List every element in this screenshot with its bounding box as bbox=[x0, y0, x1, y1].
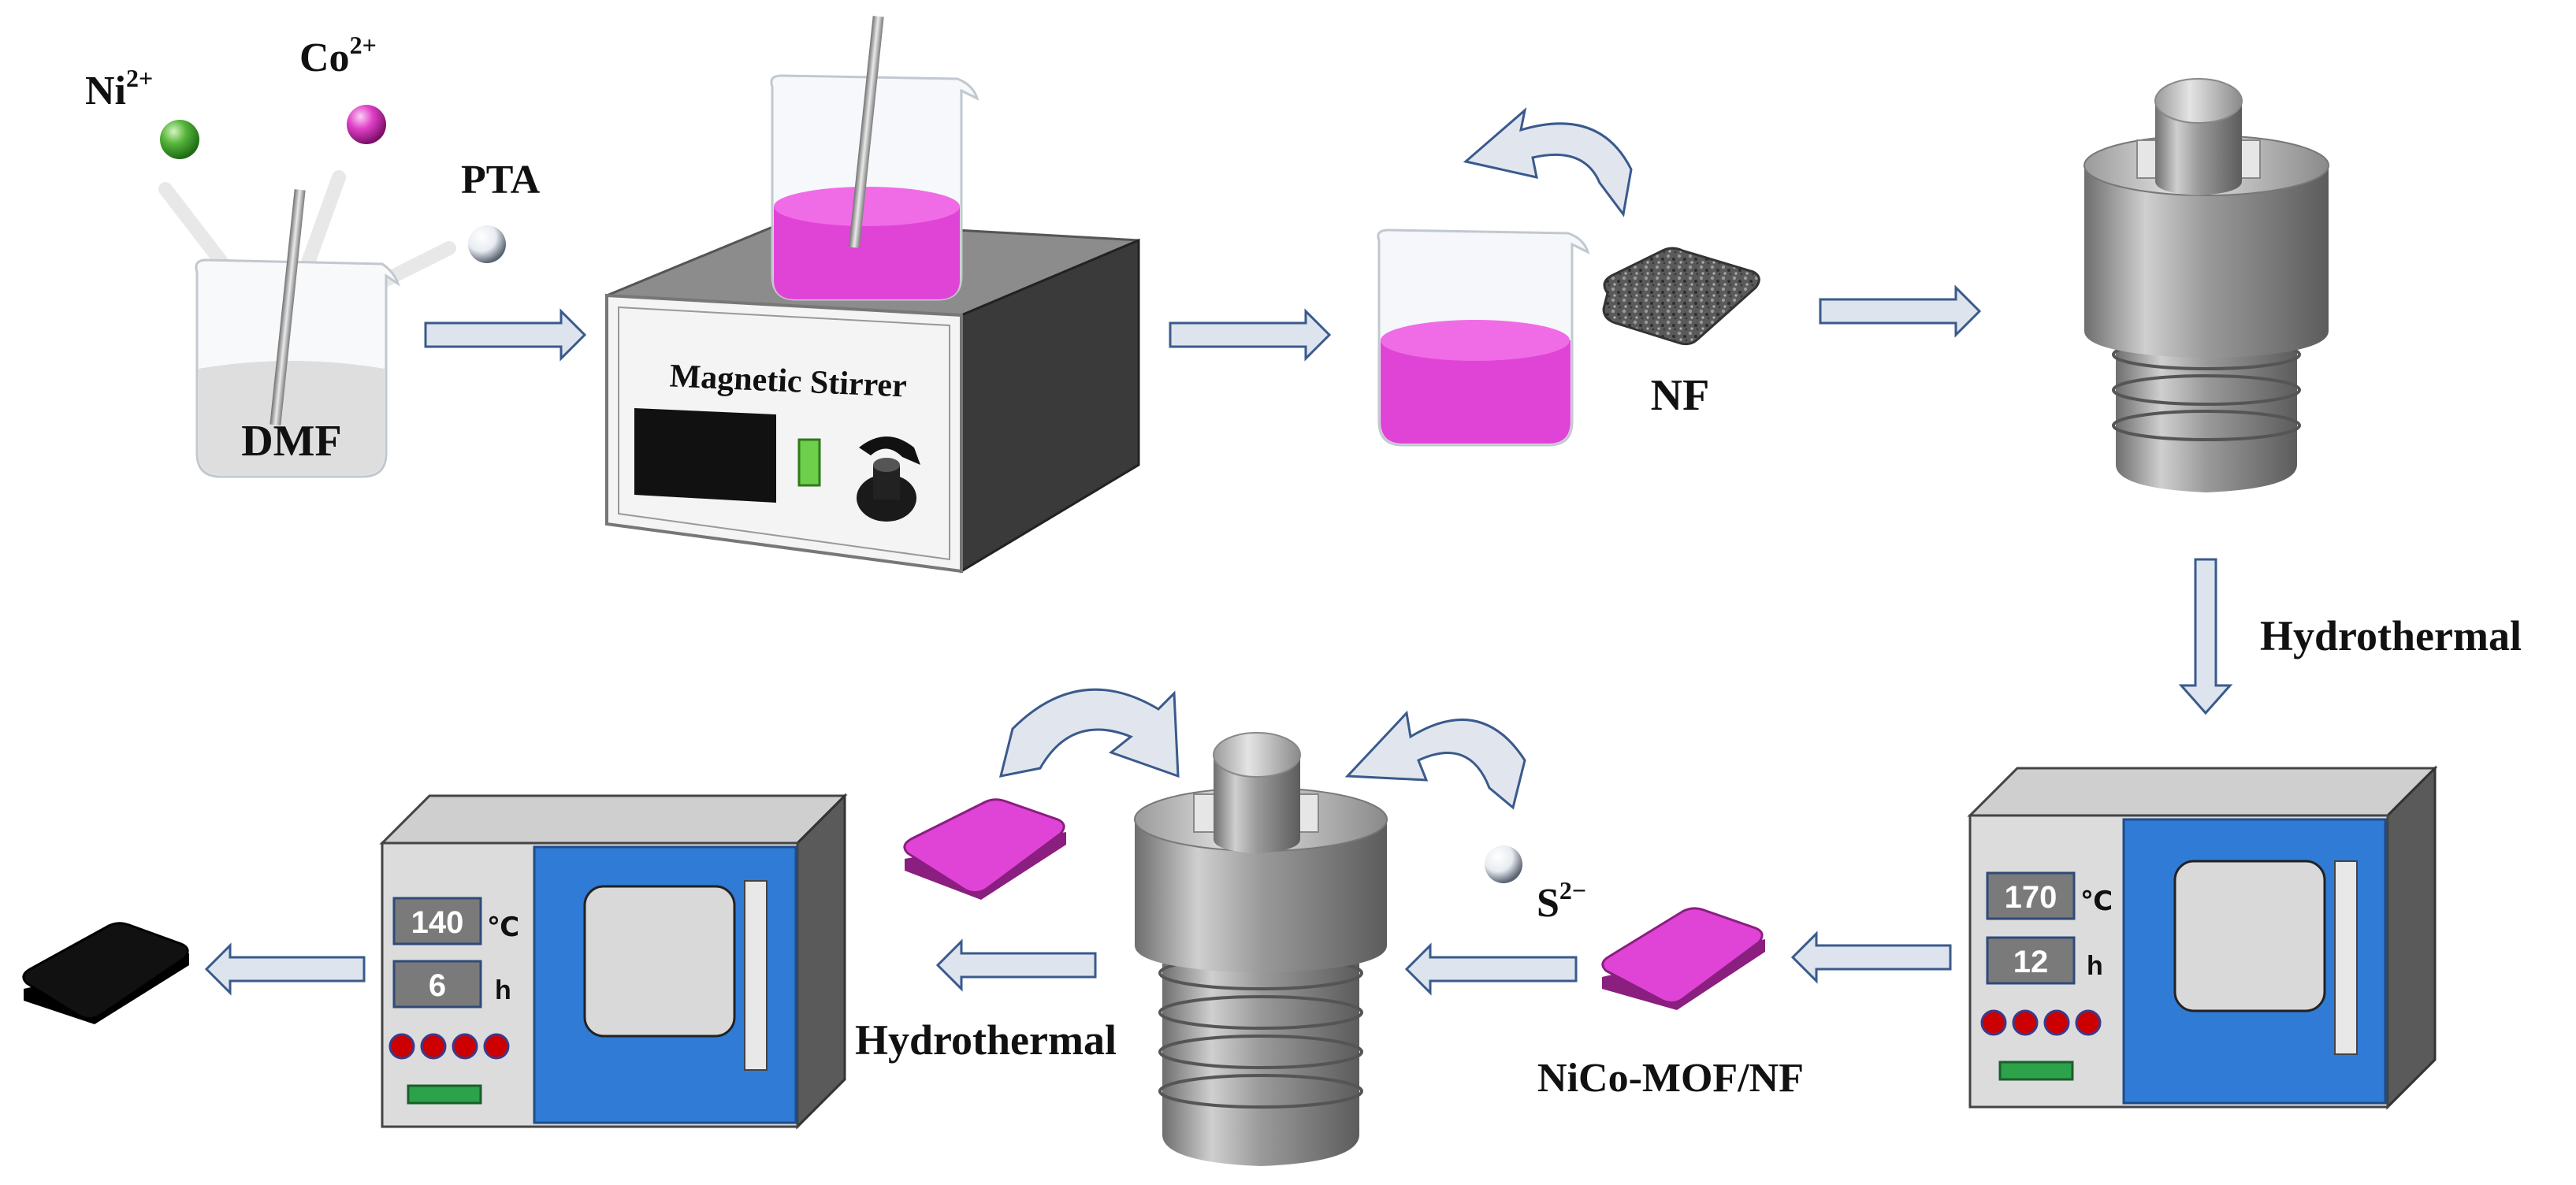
nico-mof-label: NiCo-MOF/NF bbox=[1537, 1056, 1804, 1101]
oven-left-temp-unit: ℃ bbox=[487, 912, 519, 942]
oven-right-group: 170 ℃ 12 h bbox=[1967, 765, 2438, 1110]
oven-right-button-4[interactable] bbox=[2075, 1009, 2102, 1036]
oven-left-side bbox=[796, 793, 846, 1130]
autoclave2-knob-top bbox=[1213, 732, 1301, 778]
nf-label: NF bbox=[1651, 371, 1710, 420]
ni-ion-ball bbox=[160, 120, 199, 159]
oven-left-button-3[interactable] bbox=[452, 1033, 478, 1060]
flow-arrow-1 bbox=[424, 308, 587, 362]
dmf-liquid bbox=[199, 361, 385, 475]
oven-right-button-1[interactable] bbox=[1980, 1009, 2007, 1036]
flow-arrow-4 bbox=[1790, 931, 1952, 984]
co-ion-label: Co2+ bbox=[299, 31, 377, 80]
oven-right-indicator bbox=[1998, 1061, 2074, 1081]
oven-right-top bbox=[1967, 767, 2438, 817]
autoclave-top-group bbox=[2083, 78, 2329, 492]
oven-right-time-unit: h bbox=[2087, 951, 2103, 981]
autoclave2-band-3 bbox=[1158, 1035, 1363, 1069]
co-ion-ball bbox=[347, 105, 386, 144]
autoclave2-band-4 bbox=[1158, 1074, 1363, 1109]
oven-right-side bbox=[2386, 765, 2437, 1110]
nickel-foam-piece[interactable] bbox=[1602, 247, 1760, 346]
autoclave-knob bbox=[2155, 102, 2242, 195]
flow-arrow-2 bbox=[1169, 308, 1332, 362]
stirrer-display bbox=[634, 408, 776, 503]
rotate-arrow-top-right bbox=[1463, 106, 1633, 217]
stirrer-front-inner bbox=[618, 306, 950, 561]
sulfide-label: S2− bbox=[1537, 876, 1586, 926]
flow-arrow-5 bbox=[1404, 942, 1578, 996]
nico-mof-piece[interactable] bbox=[1601, 907, 1764, 1005]
autoclave-body bbox=[2116, 343, 2297, 492]
dmf-label: DMF bbox=[241, 417, 342, 466]
oven-left-handle[interactable] bbox=[744, 880, 768, 1071]
autoclave2-body bbox=[1162, 953, 1359, 1166]
co-incoming-arrow bbox=[296, 170, 346, 283]
oven-left-indicator bbox=[407, 1084, 482, 1105]
nf-solution-surface bbox=[1381, 320, 1570, 361]
flow-arrow-3 bbox=[1819, 284, 1982, 338]
autoclave-band-3 bbox=[2112, 410, 2301, 441]
pta-ball bbox=[468, 225, 506, 263]
stirrer-solution-surface bbox=[774, 187, 960, 226]
stirrer-power-switch[interactable] bbox=[797, 438, 821, 487]
final-product-piece[interactable] bbox=[22, 922, 189, 1020]
dmf-beaker-group: Ni2+ Co2+ PTA DMF bbox=[85, 31, 541, 478]
oven-left-temp-display bbox=[392, 897, 482, 945]
sulfide-ball bbox=[1485, 845, 1522, 883]
stirrer-knob-indicator bbox=[859, 436, 920, 465]
autoclave2-band-2 bbox=[1158, 995, 1363, 1030]
autoclave-band-2 bbox=[2112, 374, 2301, 406]
oven-left-button-2[interactable] bbox=[420, 1033, 447, 1060]
oven-left-time-display bbox=[392, 960, 482, 1009]
immersion-group: NF bbox=[1377, 106, 1760, 447]
hydrothermal-label-1: Hydrothermal bbox=[2260, 612, 2522, 659]
oven-right-window bbox=[2173, 860, 2326, 1012]
oven-left-group: 140 ℃ 6 h bbox=[379, 793, 848, 1130]
stir-rod bbox=[269, 189, 306, 425]
nico-mof-group: NiCo-MOF/NF S2− bbox=[1485, 845, 1804, 1101]
mof-piece-left-group bbox=[903, 798, 1066, 900]
oven-left-button-1[interactable] bbox=[388, 1033, 415, 1060]
hydrothermal-label-2: Hydrothermal bbox=[855, 1016, 1117, 1064]
pta-label: PTA bbox=[461, 158, 541, 202]
oven-right-temp-unit: ℃ bbox=[2080, 886, 2113, 916]
flow-arrow-down bbox=[2178, 558, 2233, 715]
ni-ion-label: Ni2+ bbox=[85, 64, 153, 113]
autoclave2-knob bbox=[1214, 756, 1300, 853]
flow-arrow-7 bbox=[204, 942, 366, 996]
stirrer-rod bbox=[848, 16, 884, 248]
oven-left-time-value: 6 bbox=[429, 968, 446, 1003]
stirrer-knob-top bbox=[873, 458, 900, 472]
oven-right-temp-value: 170 bbox=[2005, 880, 2057, 915]
autoclave-knob-top bbox=[2154, 78, 2243, 124]
autoclave2-bolt-left bbox=[1193, 793, 1217, 833]
oven-left-time-unit: h bbox=[495, 975, 511, 1005]
final-product-group bbox=[22, 922, 189, 1024]
autoclave-cap bbox=[2084, 165, 2329, 358]
rotate-arrow-bottom-left bbox=[998, 688, 1180, 778]
oven-left-top bbox=[379, 794, 848, 845]
mof-piece-left[interactable] bbox=[903, 798, 1065, 894]
oven-right-temp-display bbox=[1986, 871, 2076, 920]
oven-right-time-display bbox=[1986, 936, 2076, 985]
oven-left-button-4[interactable] bbox=[483, 1033, 510, 1060]
autoclave2-cap bbox=[1135, 819, 1387, 973]
magnetic-stirrer-group: Magnetic Stirrer bbox=[605, 16, 1140, 574]
oven-right-handle[interactable] bbox=[2334, 860, 2358, 1055]
oven-right-button-3[interactable] bbox=[2043, 1009, 2070, 1036]
oven-left-temp-value: 140 bbox=[411, 905, 464, 940]
flow-arrow-6 bbox=[935, 938, 1097, 992]
rotate-arrow-bottom-right bbox=[1344, 710, 1526, 810]
oven-right-time-value: 12 bbox=[2013, 945, 2049, 979]
oven-left-window bbox=[583, 885, 736, 1038]
autoclave-bottom-group bbox=[998, 688, 1526, 1166]
oven-right-button-2[interactable] bbox=[2012, 1009, 2039, 1036]
